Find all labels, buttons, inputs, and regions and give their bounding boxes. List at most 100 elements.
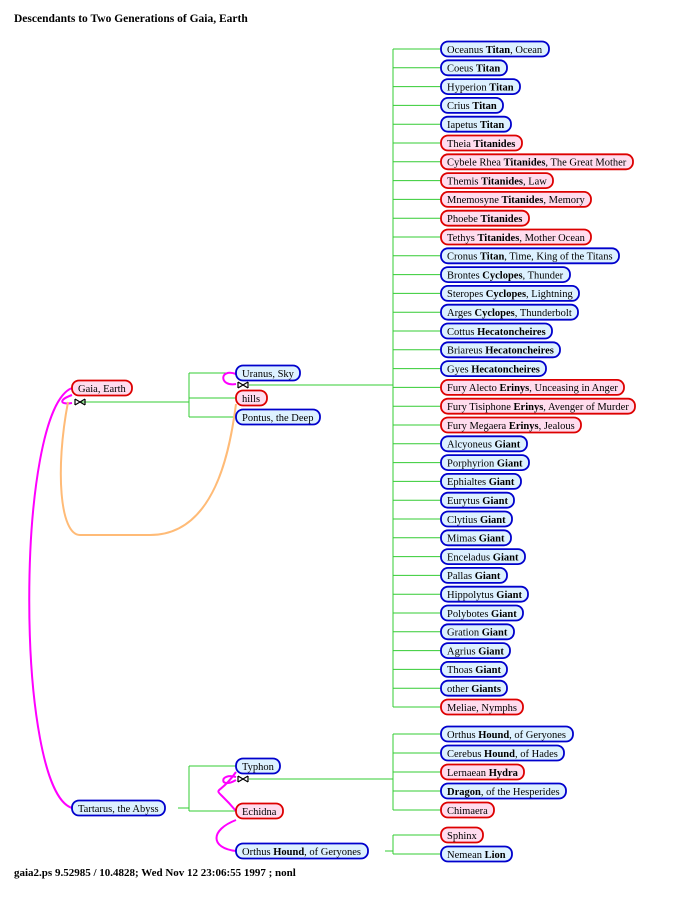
node-c17[interactable]: Briareus Hecatoncheires [440,341,561,359]
node-c27[interactable]: Mimas Giant [440,529,512,547]
node-label: Brontes Cyclopes, Thunder [447,270,564,281]
node-c16[interactable]: Cottus Hecatoncheires [440,322,553,340]
node-e1[interactable]: Sphinx [440,826,484,844]
node-c14[interactable]: Steropes Cyclopes, Lightning [440,284,580,302]
node-c23[interactable]: Porphyrion Giant [440,454,530,472]
typhon-children-connector [249,733,441,811]
node-c34[interactable]: Thoas Giant [440,661,508,678]
node-c29[interactable]: Pallas Giant [440,567,508,584]
node-d1[interactable]: Orthus Hound, of Geryones [440,725,574,743]
node-c26[interactable]: Clytius Giant [440,510,513,528]
node-label-group: Giant [475,571,501,582]
uranus-children-connector [249,48,441,708]
node-c20[interactable]: Fury Tisiphone Erinys, Avenger of Murder [440,397,636,415]
node-c3[interactable]: Hyperion Titan [440,78,521,95]
node-box [440,435,528,453]
node-box [235,802,284,820]
node-c1[interactable]: Oceanus Titan, Ocean [440,40,550,58]
node-label: Fury Alecto Erinys, Unceasing in Anger [447,383,618,394]
node-label-part: , Thunder [523,270,564,281]
node-c35[interactable]: other Giants [440,679,508,697]
node-label: Tethys Titanides, Mother Ocean [447,233,586,244]
node-c2[interactable]: Coeus Titan [440,59,508,77]
node-c24[interactable]: Ephialtes Giant [440,472,522,490]
node-c4[interactable]: Crius Titan [440,97,504,114]
node-d4[interactable]: Dragon, of the Hesperides [440,782,567,800]
node-label-group: Cyclopes [486,289,526,300]
node-label-part: Orthus [242,847,273,858]
node-orthus2[interactable]: Orthus Hound, of Geryones [235,842,369,860]
node-gaia[interactable]: Gaia, Earth [71,379,133,397]
node-c12[interactable]: Cronus Titan, Time, King of the Titans [440,247,620,265]
node-c13[interactable]: Brontes Cyclopes, Thunder [440,266,571,284]
node-c19[interactable]: Fury Alecto Erinys, Unceasing in Anger [440,378,625,396]
node-c18[interactable]: Gyes Hecatoncheires [440,360,547,378]
node-label: Dragon, of the Hesperides [447,787,560,798]
node-label-part: Cybele Rhea [447,158,504,169]
node-box [440,322,553,340]
node-e2[interactable]: Nemean Lion [440,845,513,863]
node-c31[interactable]: Polybotes Giant [440,604,524,622]
node-c33[interactable]: Agrius Giant [440,642,511,659]
node-d3[interactable]: Lernaean Hydra [440,763,525,781]
node-c21[interactable]: Fury Megaera Erinys, Jealous [440,416,582,434]
node-c32[interactable]: Gration Giant [440,623,515,641]
node-label-part: Mimas [447,534,479,545]
node-c25[interactable]: Eurytus Giant [440,491,515,509]
node-label-part: Hyperion [447,82,489,93]
node-typhon[interactable]: Typhon [235,757,281,775]
node-c6[interactable]: Theia Titanides [440,134,523,152]
node-c22[interactable]: Alcyoneus Giant [440,435,528,453]
node-c11[interactable]: Tethys Titanides, Mother Ocean [440,228,592,246]
node-box [440,585,529,603]
node-label-group: Hound [484,749,515,760]
node-c15[interactable]: Arges Cyclopes, Thunderbolt [440,303,579,321]
node-box [440,360,547,378]
node-label-group: Titan [486,45,510,56]
node-c30[interactable]: Hippolytus Giant [440,585,529,603]
node-label-group: Giant [495,440,521,451]
node-d2[interactable]: Cerebus Hound, of Hades [440,744,565,762]
node-c8[interactable]: Themis Titanides, Law [440,172,554,190]
node-c7[interactable]: Cybele Rhea Titanides, The Great Mother [440,153,634,171]
node-label-group: Giants [471,684,501,695]
node-c9[interactable]: Mnemosyne Titanides, Memory [440,190,592,208]
node-box [440,209,530,227]
node-label-part: Porphyrion [447,458,497,469]
node-box [440,78,521,95]
node-box [440,247,620,265]
node-uranus[interactable]: Uranus, Sky [235,364,301,382]
node-c5[interactable]: Iapetus Titan [440,115,512,133]
node-label: Arges Cyclopes, Thunderbolt [447,308,572,319]
node-box [440,59,508,77]
node-box [440,661,508,678]
node-label-part: Iapetus [447,120,480,131]
node-box [440,472,522,490]
node-echidna[interactable]: Echidna [235,802,284,820]
node-label-group: Giant [491,609,517,620]
node-c10[interactable]: Phoebe Titanides [440,209,530,227]
node-c28[interactable]: Enceladus Giant [440,548,526,565]
node-hills[interactable]: hills [235,389,268,407]
node-label-part: , Memory [543,195,585,206]
node-label-part: , Mother Ocean [519,233,585,244]
node-box [440,567,508,584]
gaia-marriage-loop [61,394,73,405]
node-box [440,378,625,396]
node-label-group: Giant [475,665,501,676]
node-label-part: Ephialtes [447,477,489,488]
node-label-part: other [447,684,471,695]
node-d5[interactable]: Chimaera [440,801,495,819]
node-box [440,604,524,622]
node-c36[interactable]: Meliae, Nymphs [440,698,524,716]
node-label: Hippolytus Giant [447,590,522,601]
node-label: Cottus Hecatoncheires [447,327,546,338]
node-label: Clytius Giant [447,515,506,526]
node-label: Cybele Rhea Titanides, The Great Mother [447,158,627,169]
node-pontus[interactable]: Pontus, the Deep [235,408,321,426]
node-box [71,379,133,397]
node-box [440,416,582,434]
node-tartarus[interactable]: Tartarus, the Abyss [71,799,166,817]
